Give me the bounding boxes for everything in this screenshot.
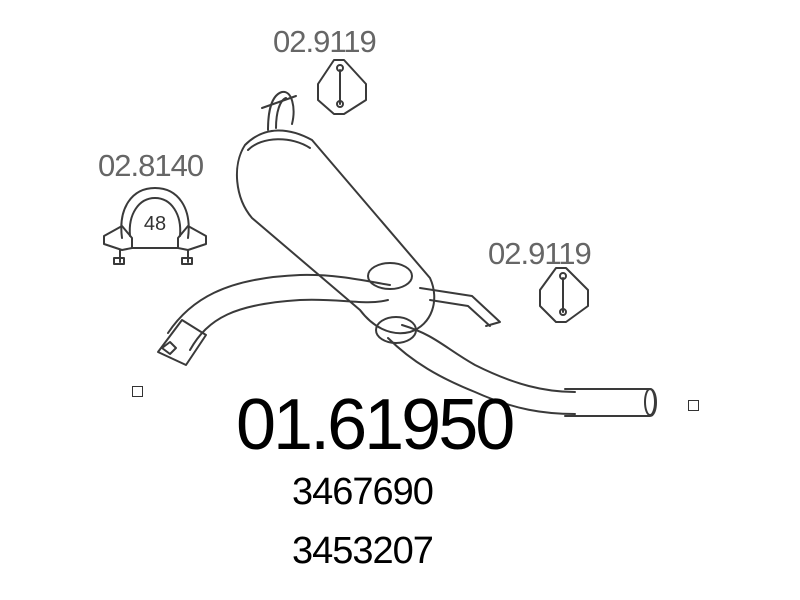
rubber-hanger-right: [539, 267, 589, 323]
clamp-diameter-label: 48: [144, 213, 166, 235]
main-part-number: 01.61950: [236, 385, 515, 465]
inlet-pipe: [157, 273, 391, 366]
corner-marker-left: [132, 386, 143, 397]
rear-muffler: [235, 90, 501, 344]
clamp-part-number: 02.8140: [98, 148, 204, 183]
pipe-clamp: [103, 187, 207, 265]
oe-number-2: 3453207: [292, 530, 434, 572]
rubber-hanger-top: [317, 59, 367, 115]
hanger-top-part-number: 02.9119: [273, 24, 377, 59]
oe-number-1: 3467690: [292, 471, 434, 513]
hanger-right-part-number: 02.9119: [488, 236, 592, 271]
corner-marker-right: [688, 400, 699, 411]
tail-pipe: [387, 324, 657, 417]
